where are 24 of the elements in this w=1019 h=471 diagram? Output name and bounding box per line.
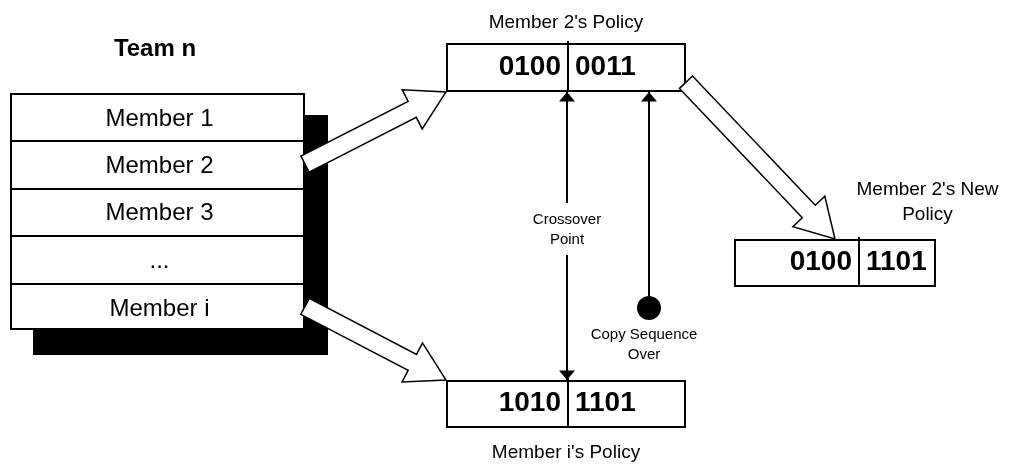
policy-box	[734, 239, 936, 287]
arrow	[559, 254, 575, 381]
heading: Member 2's Policy	[487, 10, 645, 34]
heading: Member i's Policy	[490, 440, 642, 464]
arrow	[559, 91, 575, 204]
block-arrow	[299, 88, 448, 174]
policy-box	[446, 43, 686, 92]
member-row: Member 3	[12, 189, 307, 238]
arrow	[641, 91, 657, 297]
bit-cell: 0011	[569, 41, 688, 90]
heading: Team n	[112, 33, 198, 63]
bit-cell: 1101	[569, 378, 688, 426]
policy-box	[446, 380, 686, 428]
member-row: ...	[12, 237, 307, 285]
team-stack	[10, 93, 305, 330]
member-row: Member i	[12, 284, 307, 332]
bit-cell: 1101	[860, 237, 938, 285]
block-arrow	[678, 74, 837, 241]
heading: Member 2's New Policy	[855, 177, 1000, 226]
dot-label: Copy Sequence Over	[589, 324, 699, 364]
block-arrow	[299, 297, 448, 383]
bit-cell: 1010	[448, 378, 569, 426]
bit-cell: 0100	[448, 41, 569, 90]
member-row: Member 1	[12, 95, 307, 143]
